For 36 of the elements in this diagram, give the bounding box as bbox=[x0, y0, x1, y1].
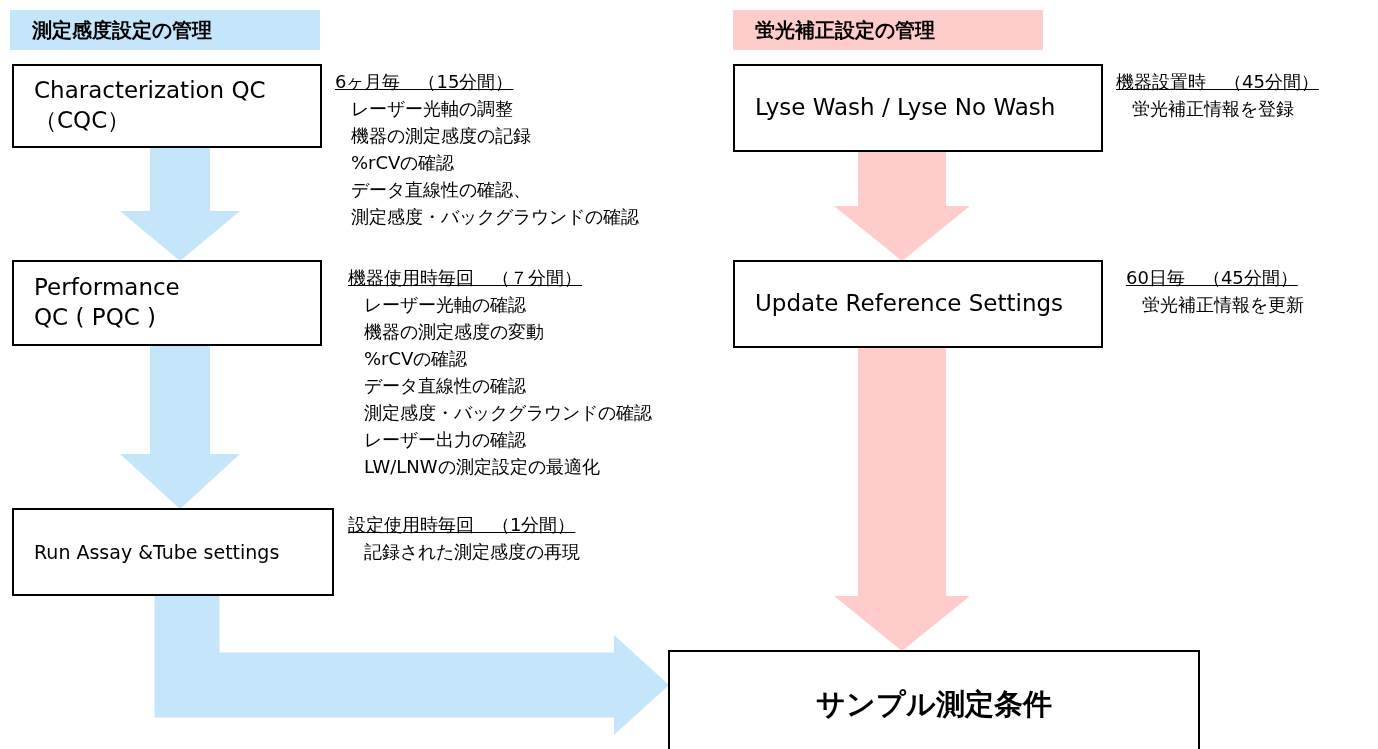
node-label: Update Reference Settings bbox=[755, 289, 1064, 319]
check-item: レーザー出力の確認 bbox=[363, 428, 527, 452]
process-box bbox=[733, 260, 1103, 348]
node-label: Characterization QC （CQC） bbox=[34, 76, 267, 135]
node-label: サンプル測定条件 bbox=[816, 686, 1052, 723]
check-item: 記録された測定感度の再現 bbox=[363, 540, 580, 564]
schedule-heading: 設定使用時毎回 （1分間） bbox=[348, 513, 577, 537]
check-item: レーザー光軸の確認 bbox=[363, 293, 527, 317]
process-box bbox=[12, 64, 322, 148]
node-label: Performance QC ( PQC ) bbox=[34, 273, 181, 332]
node-label: Lyse Wash / Lyse No Wash bbox=[755, 93, 1056, 123]
section-heading: 測定感度設定の管理 bbox=[32, 16, 212, 44]
check-item: 測定感度・バックグラウンドの確認 bbox=[350, 205, 639, 229]
check-item: 蛍光補正情報を登録 bbox=[1131, 97, 1295, 121]
check-item: 機器の測定感度の変動 bbox=[363, 320, 545, 344]
check-item: %rCVの確認 bbox=[363, 347, 469, 371]
check-item: %rCVの確認 bbox=[350, 151, 456, 175]
section-header-band bbox=[733, 10, 1043, 50]
check-item: データ直線性の確認、 bbox=[350, 178, 532, 202]
schedule-heading: 機器使用時毎回 （７分間） bbox=[348, 266, 583, 290]
node-label: Run Assay &Tube settings bbox=[34, 539, 280, 565]
check-item: LW/LNWの測定設定の最適化 bbox=[363, 455, 601, 479]
section-header-band bbox=[10, 10, 320, 50]
schedule-heading: 60日毎 （45分間） bbox=[1126, 266, 1299, 290]
process-box bbox=[12, 508, 334, 596]
process-box bbox=[733, 64, 1103, 152]
section-heading: 蛍光補正設定の管理 bbox=[755, 16, 935, 44]
check-item: データ直線性の確認 bbox=[363, 374, 527, 398]
schedule-heading: 6ヶ月毎 （15分間） bbox=[335, 70, 515, 94]
check-item: レーザー光軸の調整 bbox=[350, 97, 514, 121]
schedule-heading: 機器設置時 （45分間） bbox=[1116, 70, 1319, 94]
check-item: 測定感度・バックグラウンドの確認 bbox=[363, 401, 652, 425]
process-box bbox=[12, 260, 322, 346]
result-box bbox=[668, 650, 1200, 749]
check-item: 蛍光補正情報を更新 bbox=[1141, 293, 1304, 317]
check-item: 機器の測定感度の記録 bbox=[350, 124, 532, 148]
